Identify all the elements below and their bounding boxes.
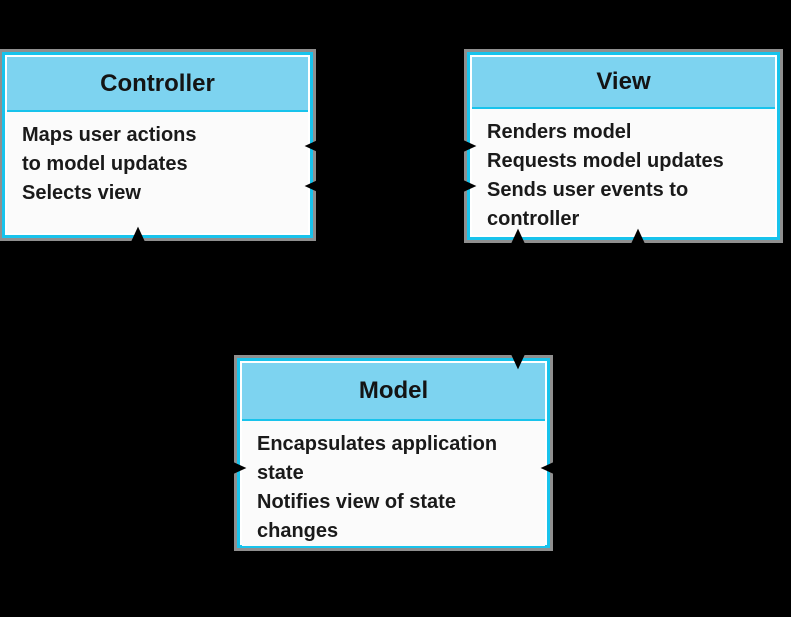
view-box-body: Renders model Requests model updates Sen… — [472, 109, 775, 235]
controller-box-body: Maps user actions to model updates Selec… — [7, 112, 308, 233]
connector-controller-view-lower — [304, 178, 477, 194]
model-box-body: Encapsulates application state Notifies … — [242, 421, 545, 546]
view-line: Requests model updates — [487, 150, 724, 172]
view-box-inner: View Renders model Requests model update… — [470, 55, 777, 237]
controller-line: to model updates — [22, 153, 188, 175]
controller-box-inner: Controller Maps user actions to model up… — [5, 55, 310, 235]
view-line: Renders model — [487, 121, 632, 143]
connector-controller-view-upper — [304, 138, 477, 154]
view-line: controller — [487, 208, 580, 230]
view-line: Sends user events to — [487, 179, 689, 201]
controller-box: Controller Maps user actions to model up… — [2, 52, 313, 238]
controller-line: Maps user actions — [22, 124, 197, 146]
view-box: View Renders model Requests model update… — [467, 52, 780, 240]
connector-view-model-outer — [540, 228, 646, 476]
controller-box-title: Controller — [7, 57, 308, 112]
model-box: Model Encapsulates application state Not… — [237, 358, 550, 548]
connector-view-model-inner — [510, 228, 526, 370]
connector-controller-model — [130, 226, 247, 476]
model-box-title: Model — [242, 363, 545, 421]
model-line: changes — [257, 520, 339, 542]
controller-line: Selects view — [22, 182, 141, 204]
view-box-title: View — [472, 57, 775, 109]
model-line: Notifies view of state — [257, 491, 456, 513]
model-line: state — [257, 462, 304, 484]
model-line: Encapsulates application — [257, 433, 498, 455]
model-box-inner: Model Encapsulates application state Not… — [240, 361, 547, 546]
